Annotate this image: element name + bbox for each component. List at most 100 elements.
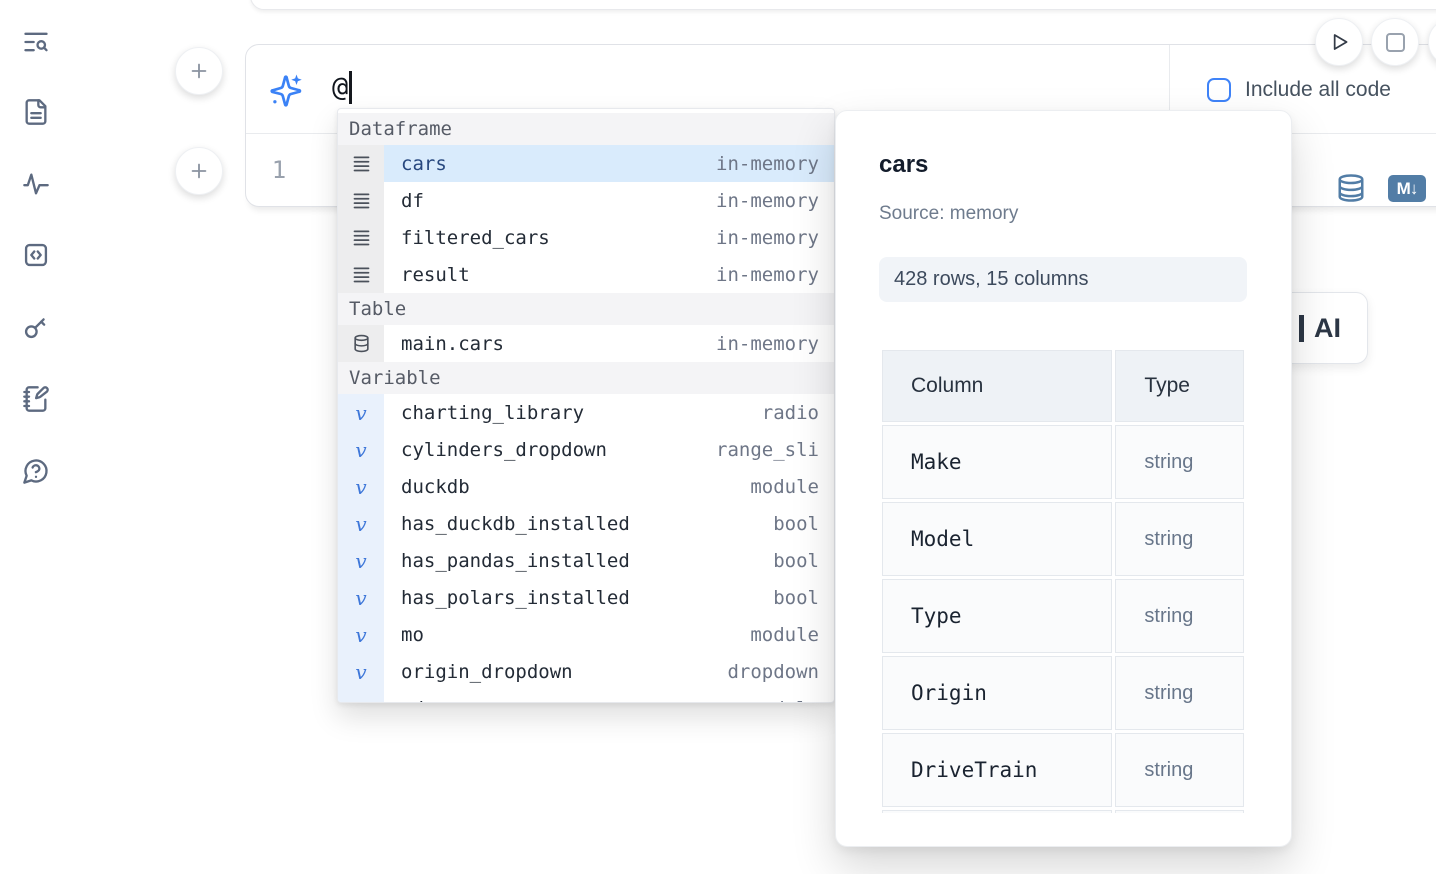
scratchpad-icon[interactable] (16, 379, 56, 419)
completion-item-type: range_sli (716, 438, 819, 461)
completion-item-name: charting_library (401, 401, 585, 424)
completion-item-name: has_duckdb_installed (401, 512, 630, 535)
completion-item-type: radio (761, 401, 819, 424)
clipped-letter-stroke (1299, 314, 1304, 342)
completion-item-name: has_pandas_installed (401, 549, 630, 572)
completion-item[interactable]: v has_duckdb_installed bool (338, 505, 834, 542)
dataframe-rows-icon (338, 182, 384, 219)
dataframe-rows-icon (338, 219, 384, 256)
completion-item[interactable]: result in-memory (338, 256, 834, 293)
completion-item-type: bool (773, 512, 819, 535)
completion-item-name: origin_dropdown (401, 660, 573, 683)
dataframe-rows-icon (338, 145, 384, 182)
completion-item[interactable]: v has_pandas_installed bool (338, 542, 834, 579)
help-chat-icon[interactable] (16, 451, 56, 491)
text-caret (349, 71, 353, 104)
schema-column-name (882, 810, 1113, 813)
include-all-code-checkbox[interactable] (1207, 78, 1231, 102)
dataframe-preview-panel: cars Source: memory 428 rows, 15 columns… (835, 110, 1292, 847)
stop-button[interactable] (1371, 18, 1419, 66)
schema-column-type: string (1115, 502, 1244, 576)
database-output-icon[interactable] (1336, 173, 1366, 203)
ai-button-label: AI (1314, 312, 1341, 343)
preview-title: cars (879, 151, 929, 178)
schema-column-type: string (1115, 733, 1244, 807)
schema-header-cell: Type (1115, 350, 1244, 422)
completion-item-name: df (401, 189, 424, 212)
schema-header-cell: Column (882, 350, 1113, 422)
completion-item-name: pd (401, 698, 424, 703)
completion-item-type: in-memory (716, 332, 819, 355)
completion-item-name: duckdb (401, 475, 470, 498)
activity-icon[interactable] (16, 164, 56, 204)
completion-item-type: bool (773, 586, 819, 609)
schema-column-type (1115, 810, 1244, 813)
variable-icon: v (338, 616, 384, 653)
completion-item[interactable]: cars in-memory (338, 145, 834, 182)
previous-cell-edge (250, 0, 1436, 10)
completion-item[interactable]: v origin_dropdown dropdown (338, 653, 834, 690)
completion-item-type: module (740, 698, 819, 703)
code-editor[interactable]: 1 (246, 135, 1436, 205)
completion-item-type: bool (773, 549, 819, 572)
completion-item-name: cars (401, 152, 447, 175)
markdown-output-icon[interactable]: M↓ (1388, 175, 1426, 202)
text-search-icon[interactable] (16, 22, 56, 62)
stop-icon (1385, 32, 1405, 52)
variable-icon: v (338, 468, 384, 505)
completion-section-header: Dataframe (338, 113, 834, 145)
prompt-divider (1169, 45, 1170, 133)
completion-item-name: main.cars (401, 332, 504, 355)
completion-item-name: mo (401, 623, 424, 646)
schema-column-type: string (1115, 579, 1244, 653)
completion-item-type: in-memory (716, 263, 819, 286)
include-all-code-label: Include all code (1245, 77, 1391, 101)
completion-item[interactable]: main.cars in-memory (338, 325, 834, 362)
completion-item-type: dropdown (727, 660, 819, 683)
schema-column-name: Origin (882, 656, 1113, 730)
dataframe-rows-icon (338, 256, 384, 293)
variable-icon: v (338, 505, 384, 542)
add-cell-below-button[interactable] (175, 147, 223, 195)
run-cell-button[interactable] (1315, 18, 1363, 66)
line-number: 1 (271, 156, 287, 184)
schema-column-name: Make (882, 425, 1113, 499)
completion-item-name: cylinders_dropdown (401, 438, 607, 461)
variable-icon: v (338, 579, 384, 616)
schema-column-type: string (1115, 656, 1244, 730)
variable-icon: v (338, 394, 384, 431)
completion-section-header: Table (338, 293, 834, 325)
completion-item-type: in-memory (716, 152, 819, 175)
preview-source: Source: memory (879, 203, 1019, 224)
add-cell-above-button[interactable] (175, 47, 223, 95)
code-snippet-icon[interactable] (16, 235, 56, 275)
schema-row (882, 810, 1244, 813)
completion-item-type: module (750, 623, 819, 646)
completion-item-name: result (401, 263, 470, 286)
variable-icon: v (338, 690, 384, 702)
completion-item[interactable]: v cylinders_dropdown range_sli (338, 431, 834, 468)
ai-prompt-input[interactable]: @ (332, 71, 353, 104)
variable-icon: v (338, 542, 384, 579)
document-icon[interactable] (16, 92, 56, 132)
sparkles-icon (268, 73, 304, 114)
schema-column-name: Model (882, 502, 1113, 576)
variable-icon: v (338, 431, 384, 468)
completion-item[interactable]: v charting_library radio (338, 394, 834, 431)
key-icon[interactable] (16, 307, 56, 347)
completion-item-type: in-memory (716, 226, 819, 249)
completion-item[interactable]: v pd module (338, 690, 834, 703)
variable-icon: v (338, 653, 384, 690)
